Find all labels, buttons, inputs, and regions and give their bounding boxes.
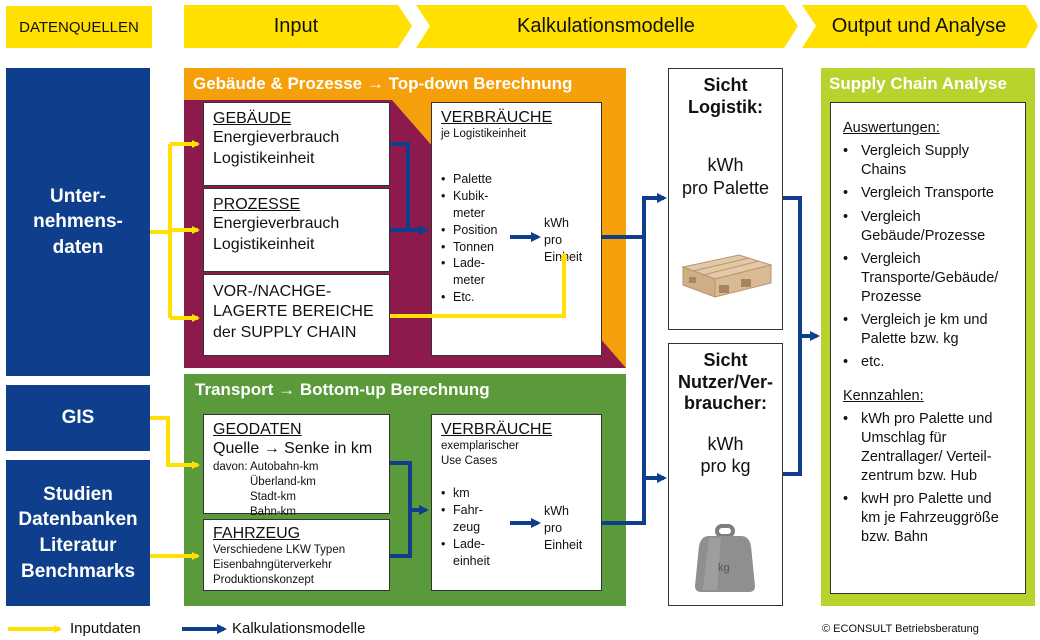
list-item: Fahr- zeug: [441, 502, 511, 536]
prozesse-title: PROZESSE: [213, 196, 301, 213]
weight-icon: [695, 524, 755, 592]
prozesse-box: PROZESSE Energieverbrauch Logistikeinhei…: [203, 188, 390, 272]
pallet-icon: [681, 254, 773, 298]
auswertungen-list: Vergleich Supply Chains Vergleich Transp…: [843, 142, 1015, 373]
verbrauche-bottom-result: kWh pro Einheit: [544, 504, 583, 552]
sicht-nutzer-box: Sicht Nutzer/Ver- braucher: kWh pro kg k…: [668, 343, 783, 606]
fahrzeug-box: FAHRZEUG Verschiedene LKW Typen Eisenbah…: [203, 519, 390, 591]
list-item: Position: [441, 222, 511, 239]
header-datenquellen: DATENQUELLEN: [6, 6, 152, 48]
list-item: Vergleich Transporte: [843, 184, 1015, 203]
list-item: Kubik- meter: [441, 188, 511, 222]
sicht-logistik-box: Sicht Logistik: kWh pro Palette: [668, 68, 783, 330]
list-item: Vergleich je km und Palette bzw. kg: [843, 311, 1015, 349]
list-item: Vergleich Gebäude/Prozesse: [843, 208, 1015, 246]
list-item: etc.: [843, 353, 1015, 372]
list-item: Vergleich Supply Chains: [843, 142, 1015, 180]
sicht-nutzer-value: kWh pro kg: [700, 433, 751, 477]
verbrauche-bottom-box: VERBRÄUCHE exemplarischer Use Cases km F…: [431, 414, 602, 591]
chevron-input: [184, 5, 412, 48]
copyright: © ECONSULT Betriebsberatung: [822, 623, 979, 635]
sicht-logistik-value: kWh pro Palette: [681, 155, 770, 198]
header-input-label: Input: [273, 15, 319, 37]
kennzahlen-list: kWh pro Palette und Umschlag für Zentral…: [843, 410, 1015, 548]
supply-chain-panel: Supply Chain Analyse Auswertungen: Vergl…: [821, 68, 1035, 606]
list-item: kwH pro Palette und km je Fahrzeuggröße …: [843, 490, 1015, 547]
yellow-input-arrows: [150, 140, 568, 560]
vor-nachgelagerte-box: VOR-/NACHGE- LAGERTE BEREICHE der SUPPLY…: [203, 274, 390, 356]
verbrauche-top-list: Palette Kubik- meter Position Tonnen Lad…: [441, 171, 511, 306]
verbrauche-top-box: VERBRÄUCHE je Logistikeinheit Palette Ku…: [431, 102, 602, 356]
geodaten-item: Autobahn-km: [250, 460, 319, 473]
source-gis: GIS: [6, 385, 150, 451]
kennzahlen-title: Kennzahlen:: [843, 387, 924, 404]
verbrauche-bottom-list: km Fahr- zeug Lade- einheit: [441, 485, 511, 569]
list-item: Etc.: [441, 289, 511, 306]
header-datenquellen-label: DATENQUELLEN: [19, 18, 139, 36]
source-studien: Studien Datenbanken Literatur Benchmarks: [6, 460, 150, 606]
sicht-logistik-title: Sicht Logistik:: [688, 75, 763, 117]
verbrauche-top-title: VERBRÄUCHE: [441, 109, 553, 126]
geodaten-box: GEODATEN Quelle → Senke in km davon: Aut…: [203, 414, 390, 518]
header-output-label: Output und Analyse: [831, 15, 1007, 37]
list-item: Lade- meter: [441, 255, 511, 289]
verbrauche-top-subtitle: je Logistikeinheit: [441, 128, 527, 140]
list-item: kWh pro Palette und Umschlag für Zentral…: [843, 410, 1015, 487]
verbrauche-bottom-subtitle: exemplarischer Use Cases: [441, 440, 519, 467]
source-unternehmensdaten: Unter- nehmens- daten: [6, 68, 150, 376]
bottom-section-title: Transport → Bottom-up Berechnung: [195, 380, 490, 399]
top-section-title: Gebäude & Prozesse → Top-down Berechnung: [193, 74, 573, 93]
geodaten-item: Bahn-km: [250, 505, 297, 518]
gebaeude-text: Energieverbrauch Logistikeinheit: [213, 129, 340, 167]
prozesse-text: Energieverbrauch Logistikeinheit: [213, 215, 340, 253]
geodaten-item: Überland-km: [250, 475, 316, 488]
legend-kalkulationsmodelle: Kalkulationsmodelle: [232, 620, 366, 637]
fahrzeug-text: Verschiedene LKW Typen Eisenbahngüterver…: [213, 544, 346, 586]
list-item: Palette: [441, 171, 511, 188]
auswertungen-title: Auswertungen:: [843, 120, 940, 136]
geodaten-davon: davon:: [213, 460, 248, 473]
geodaten-text: Quelle → Senke in km: [213, 440, 373, 457]
sicht-nutzer-title: Sicht Nutzer/Ver- braucher:: [677, 350, 774, 414]
geodaten-title: GEODATEN: [213, 421, 302, 438]
gebaeude-box: GEBÄUDE Energieverbrauch Logistikeinheit: [203, 102, 390, 186]
legend-inputdaten: Inputdaten: [70, 620, 141, 637]
fahrzeug-title: FAHRZEUG: [213, 525, 301, 542]
list-item: Tonnen: [441, 239, 511, 256]
supply-chain-title: Supply Chain Analyse: [829, 74, 1007, 93]
blue-calc-arrows: [390, 142, 820, 558]
geodaten-item: Stadt-km: [250, 490, 297, 503]
chevron-kalkulation: [416, 5, 798, 48]
weight-label: kg: [718, 562, 730, 574]
header-kalkulation-label: Kalkulationsmodelle: [517, 15, 695, 37]
gebaeude-title: GEBÄUDE: [213, 110, 292, 127]
list-item: km: [441, 485, 511, 502]
list-item: Vergleich Transporte/Gebäude/ Prozesse: [843, 250, 1015, 307]
chevron-output: [802, 5, 1038, 48]
geodaten-details: davon: Autobahn-km Überland-km Stadt-km …: [213, 460, 380, 520]
supply-chain-content: Auswertungen: Vergleich Supply Chains Ve…: [830, 102, 1026, 594]
vor-nachgelagerte-text: VOR-/NACHGE- LAGERTE BEREICHE der SUPPLY…: [213, 283, 374, 341]
verbrauche-bottom-title: VERBRÄUCHE: [441, 421, 553, 438]
list-item: Lade- einheit: [441, 536, 511, 570]
